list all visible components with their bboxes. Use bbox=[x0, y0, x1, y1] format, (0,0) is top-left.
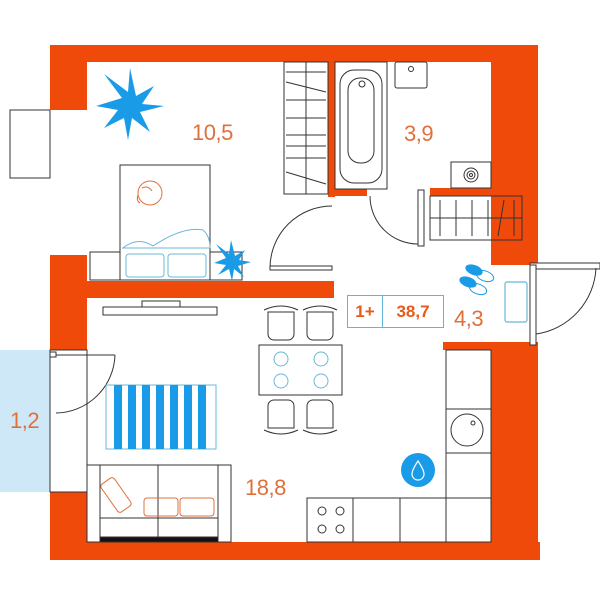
entrance-door[interactable] bbox=[535, 267, 597, 335]
slippers-icon bbox=[459, 264, 495, 296]
bedroom-door[interactable] bbox=[269, 205, 333, 269]
bed bbox=[119, 164, 211, 281]
window-ledge bbox=[9, 109, 51, 179]
walls bbox=[50, 45, 540, 560]
balcony bbox=[0, 350, 50, 492]
kitchen-counter bbox=[306, 349, 492, 543]
rooms-count: 1+ bbox=[348, 296, 383, 327]
plant-icon bbox=[214, 240, 251, 281]
door-mat bbox=[504, 281, 528, 323]
nightstand bbox=[89, 251, 121, 281]
dining-table bbox=[258, 305, 343, 435]
apartment-badge: 1+ 38,7 bbox=[347, 295, 444, 328]
wardrobe-bedroom bbox=[283, 61, 329, 195]
water-drop-icon bbox=[401, 453, 435, 487]
stove-icon bbox=[317, 506, 345, 534]
tv bbox=[102, 300, 218, 316]
area-bathroom: 3,9 bbox=[404, 121, 434, 146]
area-living-kitchen: 18,8 bbox=[245, 475, 286, 500]
area-bedroom: 10,5 bbox=[192, 120, 233, 145]
area-balcony: 1,2 bbox=[10, 408, 40, 433]
sofa bbox=[86, 464, 232, 543]
sink-icon bbox=[450, 413, 484, 447]
sink-icon bbox=[394, 61, 428, 89]
plant-icon bbox=[96, 68, 164, 140]
washing-machine-icon bbox=[450, 161, 492, 189]
bathtub-icon bbox=[334, 61, 388, 190]
striped-rug bbox=[105, 384, 217, 450]
cat-icon bbox=[136, 180, 163, 206]
balcony-door[interactable] bbox=[55, 354, 116, 414]
area-hallway: 4,3 bbox=[454, 306, 484, 331]
wardrobe-hallway bbox=[429, 195, 523, 241]
total-area: 38,7 bbox=[396, 301, 430, 321]
bathroom-door[interactable] bbox=[369, 195, 419, 245]
